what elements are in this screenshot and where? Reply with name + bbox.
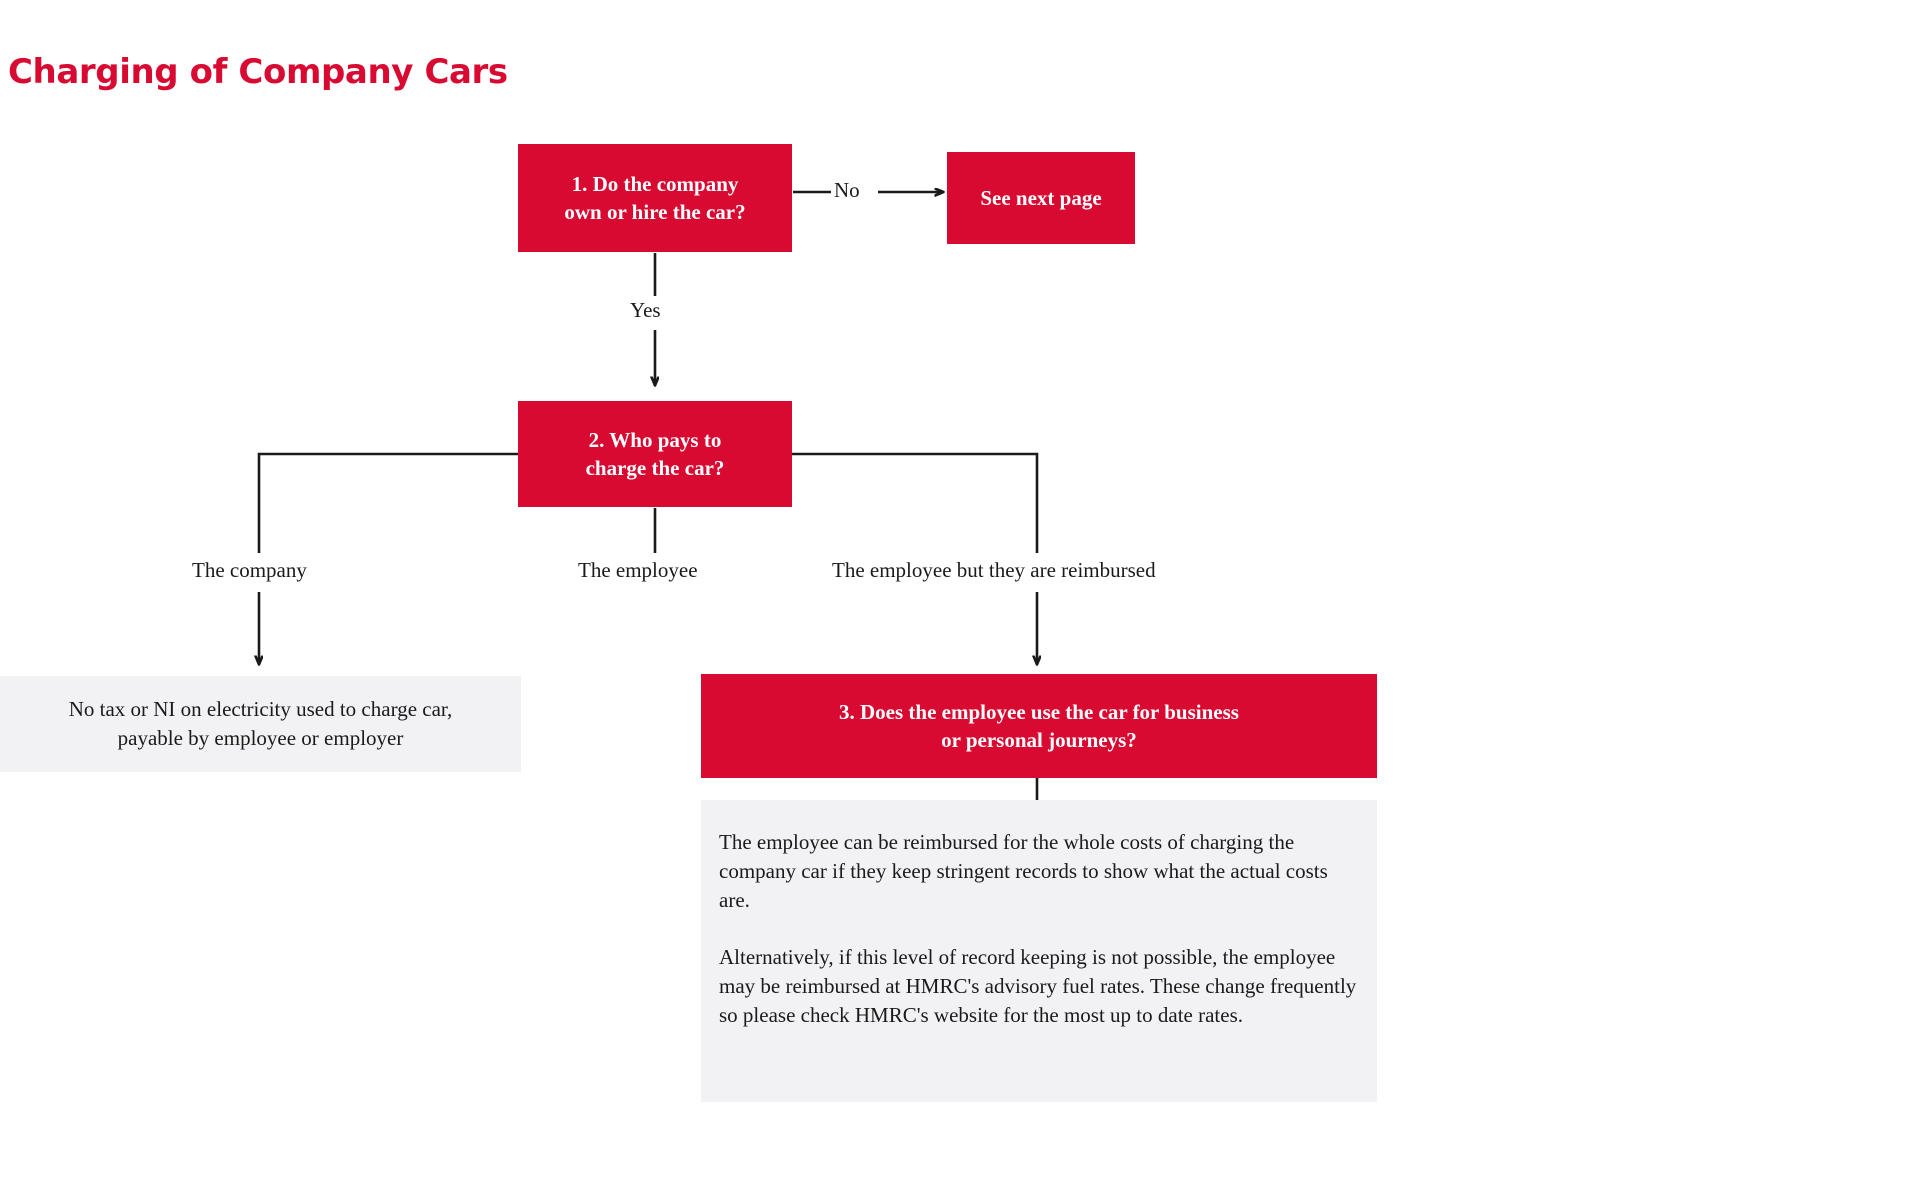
decision-box-1-line1: 1. Do the company xyxy=(571,171,739,196)
edge-label-no: No xyxy=(834,178,860,202)
edge-label-the-employee: The employee xyxy=(578,558,698,582)
outcome-panel-company-line1: No tax or NI on electricity used to char… xyxy=(68,696,453,721)
see-next-page-label: See next page xyxy=(980,185,1102,210)
outcome-panel-reimbursed-paragraph-2: Alternatively, if this level of record k… xyxy=(719,944,1357,1027)
decision-box-2[interactable]: 2. Who pays to charge the car? xyxy=(518,401,792,507)
edge-label-the-employee-reimbursed: The employee but they are reimbursed xyxy=(832,558,1156,582)
decision-box-1[interactable]: 1. Do the company own or hire the car? xyxy=(518,144,792,252)
outcome-panel-company-line2: payable by employee or employer xyxy=(117,726,404,750)
decision-box-3-line1: 3. Does the employee use the car for bus… xyxy=(839,699,1239,724)
edge-box2-left-branch xyxy=(257,452,518,553)
decision-box-1-line2: own or hire the car? xyxy=(564,200,746,224)
decision-box-1-label: 1. Do the company own or hire the car? xyxy=(564,170,745,227)
decision-box-2-line1: 2. Who pays to xyxy=(588,427,722,452)
edge-label-yes: Yes xyxy=(630,298,661,322)
outcome-panel-company: No tax or NI on electricity used to char… xyxy=(0,676,521,772)
decision-box-2-line2: charge the car? xyxy=(585,456,725,480)
edge-box2-right-branch xyxy=(792,452,1039,553)
outcome-panel-reimbursed-paragraph-1: The employee can be reimbursed for the w… xyxy=(719,830,1328,912)
edge-label-the-company: The company xyxy=(192,558,307,582)
decision-box-3-line2: or personal journeys? xyxy=(941,728,1137,752)
decision-box-3[interactable]: 3. Does the employee use the car for bus… xyxy=(701,674,1377,778)
page-title: Charging of Company Cars xyxy=(8,52,508,92)
outcome-panel-reimbursed: The employee can be reimbursed for the w… xyxy=(701,800,1377,1102)
decision-box-3-label: 3. Does the employee use the car for bus… xyxy=(839,698,1239,755)
decision-box-2-label: 2. Who pays to charge the car? xyxy=(586,426,725,483)
see-next-page-box[interactable]: See next page xyxy=(947,152,1135,244)
outcome-panel-company-text: No tax or NI on electricity used to char… xyxy=(69,695,453,754)
